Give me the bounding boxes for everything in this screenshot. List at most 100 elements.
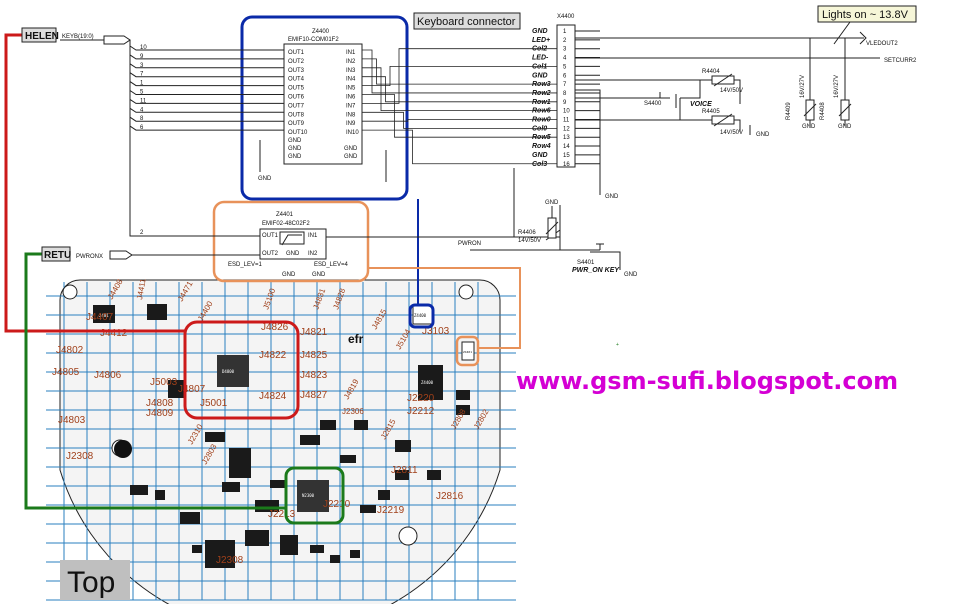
pcb-label-j4824: J4824 — [259, 391, 287, 402]
svg-text:GND: GND — [288, 138, 302, 144]
z4400-in-pin: IN9 — [346, 121, 356, 127]
x4400-signal-label: Row3 — [532, 81, 551, 88]
svg-text:ESD_LEV=1: ESD_LEV=1 — [228, 262, 263, 268]
x4400-signal-label: Row6 — [532, 108, 551, 115]
pcb-label-j4407: J4407 — [86, 312, 114, 323]
z4400-out-pin: OUT4 — [288, 77, 305, 83]
z4400-in-pin: IN10 — [346, 130, 359, 136]
svg-text:EMIF10-COM01F2: EMIF10-COM01F2 — [288, 37, 339, 43]
x4400-pin-number: 11 — [563, 118, 570, 124]
helen-connection-line — [4, 33, 185, 333]
pcb-label-j5001: J5001 — [200, 398, 228, 409]
x4400-signal-label: Row5 — [532, 134, 551, 141]
x4400-signal-label: Row2 — [532, 90, 551, 97]
keyb-pin-number: 1 — [140, 81, 144, 87]
pcb-label-j3103: J3103 — [422, 326, 450, 337]
svg-text:IN1: IN1 — [308, 233, 318, 239]
retu-connection-line — [24, 252, 286, 510]
z4400-pcb-highlight — [408, 303, 435, 329]
svg-text:ESD_LEV=4: ESD_LEV=4 — [314, 262, 349, 268]
pcb-label-j4827: J4827 — [300, 390, 328, 401]
svg-text:16V/27V: 16V/27V — [834, 75, 840, 98]
x4400-signal-label: LED- — [532, 55, 549, 62]
svg-text:R4405: R4405 — [702, 109, 720, 115]
x4400-pin-number: 14 — [563, 144, 570, 150]
pcb-z4400-label: Z4400 — [414, 313, 427, 318]
z4400-out-pin: OUT3 — [288, 68, 305, 74]
svg-text:14V/50V: 14V/50V — [720, 130, 743, 136]
z4401-pcb-highlight — [455, 335, 480, 367]
setcurr2-net-label: SETCURR2 — [884, 58, 917, 64]
svg-text:R4409: R4409 — [786, 102, 792, 120]
pcb-label-j4825: J4825 — [300, 350, 328, 361]
z4400-out-pin: OUT5 — [288, 86, 305, 92]
pcb-label-j4826: J4826 — [261, 322, 289, 333]
gnd-label-2: GND — [624, 272, 638, 278]
helen-tag: HELEN — [21, 27, 59, 43]
pcb-label-j2219: J2219 — [377, 505, 405, 516]
svg-text:OUT2: OUT2 — [262, 251, 279, 257]
x4400-signal-label: Row0 — [532, 117, 551, 124]
gnd-label-3: GND — [605, 194, 619, 200]
x4400-pin-number: 2 — [563, 38, 567, 44]
keyb-pin-number: 6 — [140, 125, 144, 131]
pcb-label-j4808: J4808 — [146, 398, 174, 409]
keyb-pin-number: 5 — [140, 90, 144, 96]
svg-text:X4400: X4400 — [557, 14, 575, 20]
pcb-label-j5003: J5003 — [150, 377, 178, 388]
x4400-signal-label: Col1 — [532, 63, 547, 70]
led-supply-lines — [575, 31, 880, 195]
x4400-signal-label: Row1 — [532, 99, 551, 106]
keyb-pin-number: 11 — [140, 98, 147, 104]
svg-text:Z4401: Z4401 — [276, 212, 294, 218]
pcb-label-j2816: J2816 — [436, 491, 464, 502]
x4400-signal-label: GND — [532, 152, 548, 159]
pcb-label-j4822: J4822 — [259, 350, 287, 361]
z4400-out-pin: OUT9 — [288, 121, 305, 127]
r4408: R4408 16V/27V GND — [820, 75, 852, 130]
x4400-signal-label: Col3 — [532, 161, 547, 168]
svg-text:RETU: RETU — [44, 250, 71, 261]
z4400-out-pin: OUT6 — [288, 95, 305, 101]
z4400-in-pin: IN5 — [346, 86, 356, 92]
pwron-net-label: PWRON — [458, 241, 481, 247]
x4400-pin-number: 12 — [563, 126, 570, 132]
svg-text:GND: GND — [258, 176, 272, 182]
x4400-pin-number: 1 — [563, 29, 567, 35]
keyb-pin-number: 3 — [140, 63, 144, 69]
helen-highlight-frame — [183, 320, 300, 420]
s4400-voice-switch — [659, 80, 701, 121]
x4400-pin-number: 3 — [563, 47, 567, 53]
z4401-highlight-frame — [212, 200, 370, 283]
pcb-label-j2212: J2212 — [407, 406, 435, 417]
svg-text:2401: 2401 — [99, 313, 109, 318]
pcb-label-j2306: J2306 — [342, 407, 364, 416]
svg-text:GND: GND — [288, 146, 302, 152]
z4400-in-pin: IN1 — [346, 50, 356, 56]
x4400-pin-number: 10 — [563, 109, 570, 115]
x4400-signal-label: Col0 — [532, 125, 547, 132]
svg-text:R4404: R4404 — [702, 69, 720, 75]
svg-text:N2300: N2300 — [302, 493, 315, 498]
svg-text:2: 2 — [140, 230, 144, 236]
svg-text:OUT1: OUT1 — [262, 233, 279, 239]
z4401-chip: Z4401 EMIF02-48C02F2 OUT1 IN1 OUT2 GND I… — [129, 130, 349, 278]
x4400-pin-number: 16 — [563, 162, 570, 168]
svg-text:IN2: IN2 — [308, 251, 318, 257]
pcb-label-j2811: J2811 — [391, 465, 418, 476]
svg-text:Lights on ~ 13.8V: Lights on ~ 13.8V — [822, 9, 909, 21]
z4400-out-pin: OUT2 — [288, 59, 305, 65]
pcb-label-j4412: J4412 — [100, 328, 128, 339]
keyb-net-label: KEYB(19:0) — [62, 34, 94, 40]
keyb-pin-number: 7 — [140, 72, 144, 78]
z4400-in-pin: IN6 — [346, 95, 356, 101]
svg-text:GND: GND — [288, 154, 302, 160]
x4400-pin-number: 7 — [563, 82, 567, 88]
svg-text:14V/50V: 14V/50V — [720, 88, 743, 94]
z4400-in-pin: IN8 — [346, 112, 356, 118]
s4400-voice-label: VOICE — [690, 101, 712, 108]
